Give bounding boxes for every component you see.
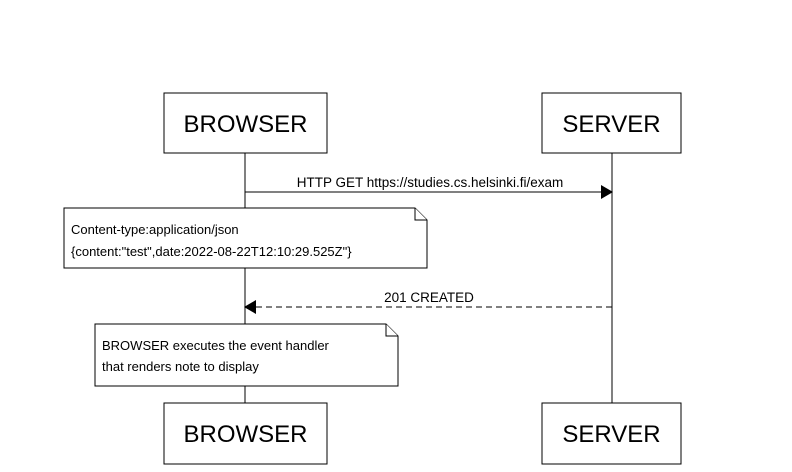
server-participant-top-label: SERVER [562,111,660,138]
response-message: 201 CREATED [244,290,612,314]
browser-participant-bottom-label: BROWSER [183,421,307,448]
handler-note: BROWSER executes the event handler that … [94,323,399,387]
handler-note-line1: BROWSER executes the event handler [102,338,330,353]
browser-participant-top-label: BROWSER [183,111,307,138]
payload-note-line2: {content:"test",date:2022-08-22T12:10:29… [71,244,352,259]
browser-participant-bottom: BROWSER [163,402,328,465]
server-participant-bottom: SERVER [541,402,682,465]
response-message-label: 201 CREATED [384,290,474,305]
browser-participant-top: BROWSER [163,92,328,154]
handler-note-line2: that renders note to display [102,359,259,374]
request-message-label: HTTP GET https://studies.cs.helsinki.fi/… [297,175,564,190]
request-message: HTTP GET https://studies.cs.helsinki.fi/… [245,175,613,199]
server-participant-top: SERVER [541,92,682,154]
payload-note: Content-type:application/json {content:"… [63,207,428,269]
payload-note-line1: Content-type:application/json [71,222,239,237]
server-participant-bottom-label: SERVER [562,421,660,448]
